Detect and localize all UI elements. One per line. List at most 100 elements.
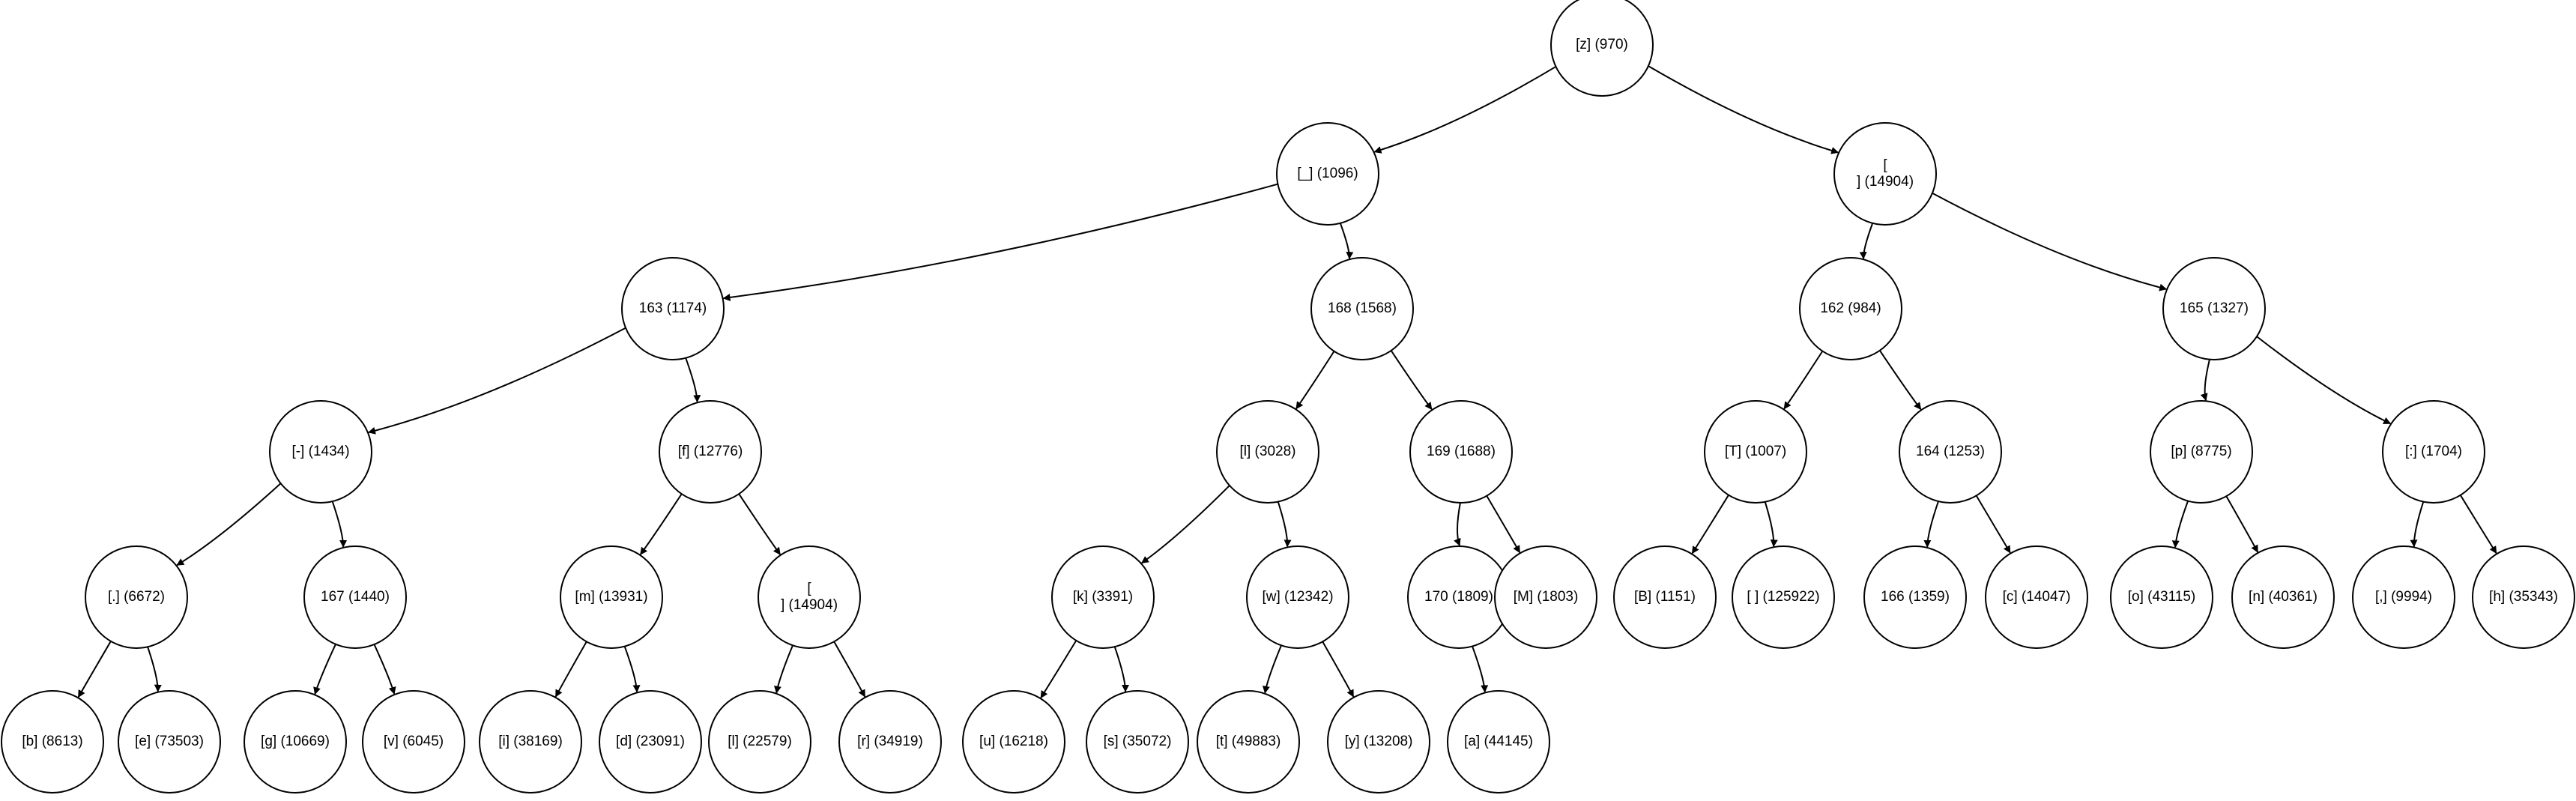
node-label: [m] (13931) <box>575 589 647 605</box>
node-circle <box>303 545 407 649</box>
node-circle <box>2150 400 2253 504</box>
node-circle <box>1246 545 1349 649</box>
edge-dot-e <box>147 646 162 692</box>
node-label: [M] (1803) <box>1514 589 1579 605</box>
node-circle <box>2162 257 2266 360</box>
node-label: [-] (1434) <box>291 444 349 459</box>
tree-node-k: [k] (3391) <box>1051 545 1155 649</box>
node-circle <box>479 690 582 794</box>
node-circle <box>1732 545 1835 649</box>
node-label: [:] (1704) <box>2405 444 2462 459</box>
node-label: [l] (3028) <box>1240 444 1296 459</box>
node-label: 164 (1253) <box>1916 444 1985 459</box>
node-circle <box>1613 545 1717 649</box>
tree-node-t: [t] (49883) <box>1197 690 1300 794</box>
tree-node-i: [i] (38169) <box>479 690 582 794</box>
node-label: [r] (34919) <box>857 734 923 749</box>
tree-node-a: [a] (44145) <box>1447 690 1550 794</box>
edge-u1096-n163 <box>722 183 1278 301</box>
node-label: [y] (13208) <box>1345 734 1413 749</box>
edge-l3028-k <box>1140 485 1230 564</box>
tree-node-colon: [:] (1704) <box>2382 400 2485 504</box>
tree-node-y: [y] (13208) <box>1327 690 1430 794</box>
tree-node-M: [M] (1803) <box>1494 545 1597 649</box>
node-circle <box>2110 545 2213 649</box>
node-circle <box>2382 400 2485 504</box>
node-circle <box>1799 257 1902 360</box>
node-circle <box>1086 690 1189 794</box>
node-label: 170 (1809) <box>1424 589 1493 605</box>
node-label: 162 (984) <box>1820 300 1881 316</box>
node-circle <box>1276 122 1379 226</box>
node-circle <box>560 545 663 649</box>
tree-node-f: [f] (12776) <box>659 400 762 504</box>
edge-dash-dot <box>176 483 282 566</box>
tree-node-w: [w] (12342) <box>1246 545 1349 649</box>
node-circle <box>1863 545 1967 649</box>
node-circle <box>962 690 1065 794</box>
node-label: [b] (8613) <box>22 734 82 749</box>
node-label: 163 (1174) <box>639 300 707 316</box>
edge-n163-f <box>685 357 701 403</box>
edge-f-nl14904b <box>738 493 781 555</box>
edge-m-d <box>623 646 641 693</box>
edge-n164-c <box>1975 495 2011 554</box>
tree-node-s: [s] (35072) <box>1086 690 1189 794</box>
node-label: [i] (38169) <box>498 734 563 749</box>
node-circle <box>1 690 104 794</box>
node-label: [k] (3391) <box>1073 589 1133 605</box>
tree-node-comma: [,] (9994) <box>2352 545 2455 649</box>
edge-n163-dash <box>367 327 626 435</box>
node-label: [w] (12342) <box>1262 589 1333 605</box>
edge-m-i <box>554 641 587 698</box>
node-label: [s] (35072) <box>1104 734 1172 749</box>
node-label: [_] (1096) <box>1297 166 1358 181</box>
node-circle <box>1704 400 1807 504</box>
edge-n170-a <box>1472 646 1489 693</box>
node-circle <box>1833 122 1937 226</box>
edge-n168-n169 <box>1390 350 1433 411</box>
node-circle <box>362 690 465 794</box>
node-circle <box>838 690 942 794</box>
tree-node-e: [e] (73503) <box>118 690 221 794</box>
edge-nl14904a-n162 <box>1859 223 1874 260</box>
tree-node-m: [m] (13931) <box>560 545 663 649</box>
node-label: [B] (1151) <box>1634 589 1696 605</box>
node-label: [T] (1007) <box>1725 444 1786 459</box>
node-label: [p] (8775) <box>2171 444 2231 459</box>
node-label: [o] (43115) <box>2128 589 2195 605</box>
tree-node-dash: [-] (1434) <box>269 400 372 504</box>
edge-f-m <box>640 493 683 555</box>
tree-node-nl14904b: [] (14904) <box>758 545 861 649</box>
tree-node-g: [g] (10669) <box>244 690 347 794</box>
edge-dash-n167 <box>331 501 348 548</box>
node-label: [d] (23091) <box>616 734 685 749</box>
edge-n169-M <box>1486 495 1521 554</box>
edge-p-n <box>2225 495 2259 553</box>
tree-node-u1096: [_] (1096) <box>1276 122 1379 226</box>
tree-node-n169: 169 (1688) <box>1409 400 1513 504</box>
tree-node-dot: [.] (6672) <box>85 545 188 649</box>
node-circle <box>599 690 702 794</box>
node-circle <box>1327 690 1430 794</box>
edge-n164-n166 <box>1923 501 1939 548</box>
edge-colon-comma <box>2410 501 2425 548</box>
node-circle <box>1051 545 1155 649</box>
edge-n165-colon <box>2256 336 2392 425</box>
tree-node-d: [d] (23091) <box>599 690 702 794</box>
tree-node-l22579: [l] (22579) <box>708 690 811 794</box>
edge-w-t <box>1263 644 1282 694</box>
tree-node-o: [o] (43115) <box>2110 545 2213 649</box>
node-label: [c] (14047) <box>2003 589 2071 605</box>
tree-node-h: [h] (35343) <box>2472 545 2575 649</box>
tree-node-c: [c] (14047) <box>1985 545 2088 649</box>
node-label: [l] (22579) <box>728 734 792 749</box>
node-circle <box>1985 545 2088 649</box>
edge-n169-n170 <box>1454 502 1461 546</box>
edge-z-nl14904a <box>1648 65 1839 154</box>
node-circle <box>269 400 372 504</box>
node-circle <box>1494 545 1597 649</box>
tree-node-z: [z] (970) <box>1550 0 1654 97</box>
